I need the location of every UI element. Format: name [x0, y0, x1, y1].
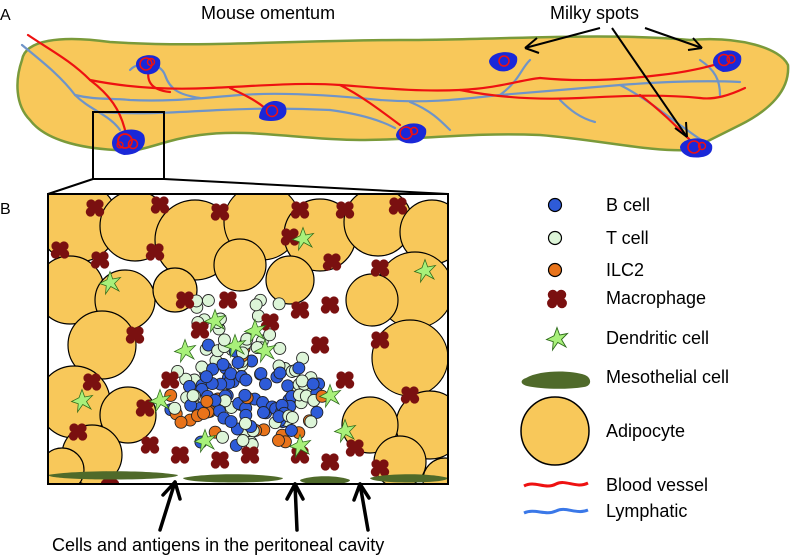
legend-b-cell: B cell [606, 195, 650, 215]
panel-a-title: Mouse omentum [201, 3, 335, 23]
b-cell [284, 424, 298, 437]
panel-a-letter: A [0, 7, 11, 24]
b-cell [238, 388, 252, 402]
blood-vessel-swatch [523, 481, 589, 488]
mesothelial-cell [183, 474, 283, 483]
adipocyte [345, 273, 399, 327]
b-cell [199, 370, 213, 384]
panel-b-letter: B [0, 201, 11, 218]
adipocyte-swatch [520, 396, 590, 466]
t-cell [186, 389, 200, 403]
b-cell-swatch [547, 197, 563, 213]
t-cell [239, 416, 252, 430]
adipocyte [371, 319, 448, 397]
b-cell [292, 361, 306, 375]
milky-spots-callout: Milky spots [550, 3, 639, 23]
adipocyte [265, 255, 315, 305]
macrophage-swatch [547, 289, 567, 309]
t-cell [217, 333, 231, 347]
mesothelial-cell [300, 476, 350, 484]
mesothelial-cell [48, 471, 178, 480]
t-cell [249, 298, 263, 312]
mesothelial-swatch [521, 371, 591, 389]
adipocyte [213, 238, 267, 292]
ilc2-swatch [547, 262, 563, 278]
b-cell [306, 377, 320, 391]
milky-spot [396, 123, 427, 144]
t-cell [272, 297, 286, 311]
b-cell [281, 379, 295, 393]
ilc2 [197, 406, 211, 420]
dendritic-cell-swatch [545, 326, 569, 351]
milky-spots-a [112, 50, 742, 158]
t-cell [236, 434, 250, 447]
b-cell [231, 356, 245, 370]
legend-mesothelial-cell: Mesothelial cell [606, 367, 729, 387]
t-cell [216, 430, 229, 444]
lymphatic-swatch [523, 507, 589, 515]
peritoneal-arrows [158, 480, 371, 532]
t-cell [273, 341, 287, 355]
legend-ilc2: ILC2 [606, 260, 644, 280]
t-cell-swatch [547, 230, 563, 246]
legend-dendritic-cell: Dendritic cell [606, 328, 709, 348]
legend: B cell T cell ILC2 Macrophage Dendritic … [520, 195, 729, 521]
b-cell [273, 366, 287, 380]
b-cell [224, 415, 238, 429]
b-cell [257, 406, 270, 419]
mesothelial-cell [370, 474, 448, 483]
milky-spot [489, 52, 518, 72]
t-cell [201, 294, 215, 307]
b-cell [239, 373, 253, 387]
milky-spot [112, 129, 145, 155]
b-cell [201, 338, 215, 352]
adipocyte [48, 447, 85, 484]
legend-macrophage: Macrophage [606, 288, 706, 308]
milky-spot [680, 138, 713, 158]
adipocyte [341, 396, 399, 454]
arrow-up [358, 482, 370, 532]
zoom-indicator [47, 111, 449, 195]
lymphatic-network-a [20, 43, 742, 147]
milky-spot [136, 55, 161, 75]
ilc2 [200, 394, 214, 408]
t-cell [295, 374, 309, 388]
b-cell [259, 377, 272, 391]
t-cell [304, 415, 318, 429]
legend-lymphatic: Lymphatic [606, 501, 687, 521]
b-cell [216, 357, 230, 371]
peritoneal-caption: Cells and antigens in the peritoneal cav… [52, 535, 384, 555]
ilc2 [272, 433, 285, 447]
t-cell [168, 401, 182, 415]
milky-spot-arrows [524, 27, 703, 138]
legend-blood-vessel: Blood vessel [606, 475, 708, 495]
legend-adipocyte: Adipocyte [606, 421, 685, 441]
t-cell [285, 411, 299, 424]
milky-spot-closeup [47, 193, 449, 485]
milky-spot [713, 50, 742, 72]
arrow-up [158, 480, 177, 532]
arrow-up [293, 482, 299, 532]
ilc2 [174, 415, 188, 429]
b-cell [310, 405, 324, 419]
t-cell [263, 328, 277, 342]
legend-t-cell: T cell [606, 228, 649, 248]
milky-spot [259, 101, 287, 121]
